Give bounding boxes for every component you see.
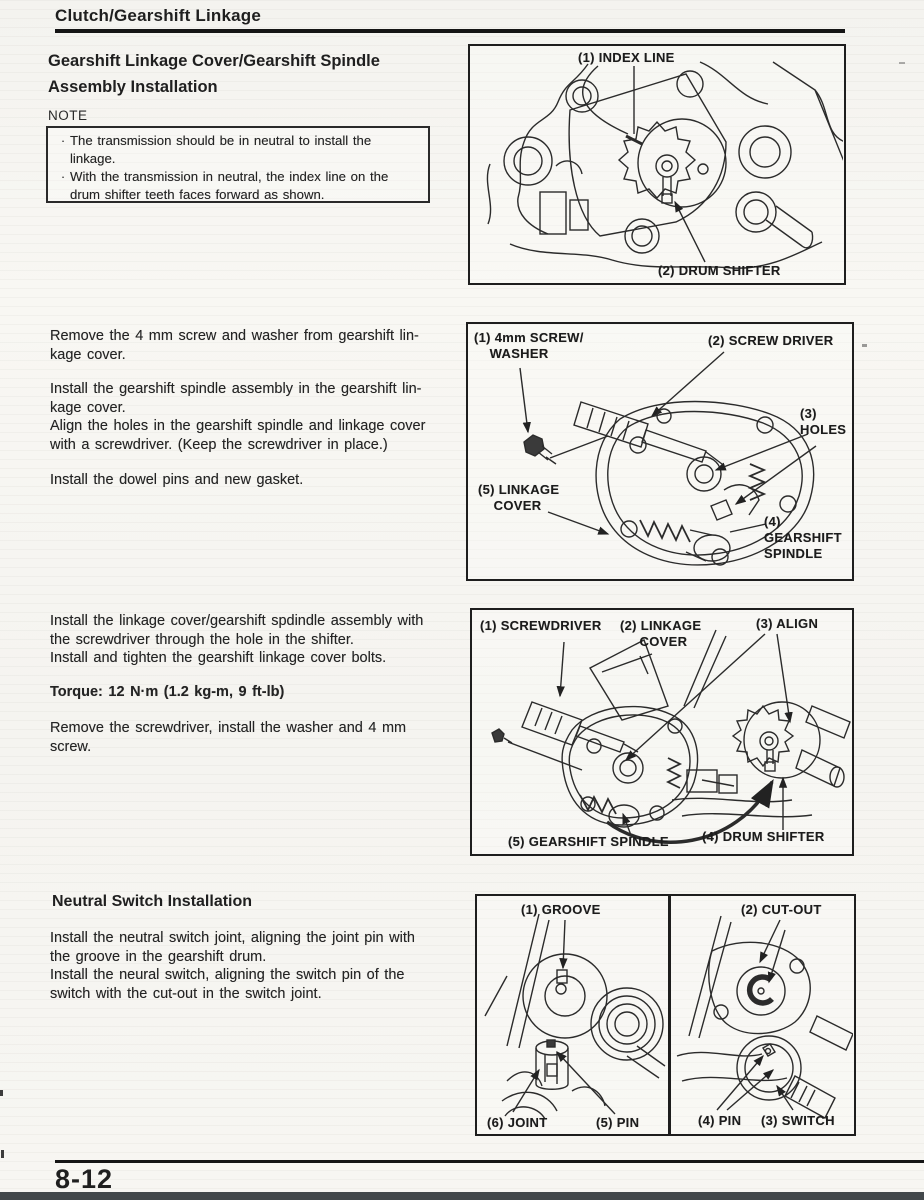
label-pin-5: (5) PIN <box>596 1115 640 1130</box>
drum-shifter-leader <box>674 200 705 262</box>
scan-bottom-bar <box>0 1192 924 1200</box>
label-drum-shifter: (4) DRUM SHIFTER <box>702 829 825 844</box>
label-align: (3) ALIGN <box>756 616 819 631</box>
groove-arrow <box>559 920 568 970</box>
cutout-leader-2 <box>767 930 785 984</box>
pin5-leader <box>556 1050 615 1114</box>
small-screw <box>492 729 582 770</box>
figure-neutral-switch: (1) GROOVE (6) JOINT (5) PIN (2) CUT-OUT… <box>475 894 856 1136</box>
cutout-leader-1 <box>760 920 780 964</box>
label-linkage-cover: (2) LINKAGE COVER <box>620 618 702 649</box>
para-remove-screw: Remove the 4 mm screw and washer from ge… <box>50 328 419 363</box>
screwdriver-arrow <box>650 352 724 417</box>
label-cut-out: (2) CUT-OUT <box>741 902 822 917</box>
bolt-bosses <box>504 71 813 253</box>
section1-title: Gearshift Linkage Cover/Gearshift Spindl… <box>48 52 380 96</box>
pin4-leader-2 <box>727 1069 775 1110</box>
screwdriver-arrow <box>556 642 565 698</box>
page-header-title: Clutch/Gearshift Linkage <box>55 6 262 25</box>
screw-leader <box>550 436 608 458</box>
gearshift-spindle-leader <box>730 524 766 532</box>
label-joint: (6) JOINT <box>487 1115 548 1130</box>
holes-leader-1 <box>714 434 808 470</box>
label-screw-driver: (2) SCREW DRIVER <box>708 333 834 348</box>
holes-leader-2 <box>734 446 816 505</box>
left-panel-drum-joint <box>485 914 665 1119</box>
label-gearshift-spindle: (4) GEARSHIFT SPINDLE <box>764 514 842 561</box>
para-install-spindle: Install the gearshift spindle assembly i… <box>50 381 426 453</box>
figure-index-line-drum-shifter: (1) INDEX LINE (2) DRUM SHIFTER <box>468 44 846 285</box>
scan-speck <box>862 344 867 347</box>
page-number: 8-12 <box>55 1164 114 1194</box>
label-index-line: (1) INDEX LINE <box>578 50 675 65</box>
figure-cover-spindle-align: (1) SCREWDRIVER (2) LINKAGE COVER (3) AL… <box>470 608 854 856</box>
joint-leader <box>513 1068 540 1112</box>
section2-title: Neutral Switch Installation <box>52 893 253 910</box>
screwdriver-drawing <box>522 702 638 752</box>
crankcase-outline <box>487 62 843 268</box>
scan-speck <box>1 1150 4 1158</box>
para-dowel-pins: Install the dowel pins and new gasket. <box>50 472 304 488</box>
note-bullet: · <box>60 133 66 148</box>
index-line-leaders <box>583 66 642 144</box>
label-switch: (3) SWITCH <box>761 1113 835 1128</box>
para-install-cover: Install the linkage cover/gearshift spdi… <box>50 613 424 666</box>
label-groove: (1) GROOVE <box>521 902 601 917</box>
cover-assembly <box>562 707 697 827</box>
label-linkage-cover: (5) LINKAGE COVER <box>478 482 560 513</box>
align-leader-2 <box>777 634 793 724</box>
label-drum-shifter: (2) DRUM SHIFTER <box>658 263 781 278</box>
screw-washer-drawing <box>524 435 556 464</box>
linkage-cover-leader <box>640 656 648 674</box>
case-and-gear <box>672 630 850 817</box>
linkage-cover-arrow <box>548 512 610 534</box>
label-holes: (3) HOLES <box>800 406 847 437</box>
figure2-line-art <box>468 324 851 578</box>
align-leader-1 <box>624 634 765 761</box>
header-rule <box>55 29 845 33</box>
label-pin-4: (4) PIN <box>698 1113 742 1128</box>
figure4-line-art <box>477 896 853 1133</box>
switch-leader <box>776 1084 793 1110</box>
footer-rule <box>55 1160 924 1163</box>
note-item-text: The transmission should be in neutral to… <box>70 133 372 166</box>
note-item: · With the transmission in neutral, the … <box>56 168 422 204</box>
pin4-leader-1 <box>717 1054 764 1110</box>
label-4mm-screw-washer: (1) 4mm SCREW/ WASHER <box>474 330 584 361</box>
note-item-text: With the transmission in neutral, the in… <box>70 169 389 202</box>
torque-spec: Torque: 12 N·m (1.2 kg-m, 9 ft-lb) <box>50 684 285 700</box>
para-neutral-switch: Install the neutral switch joint, aligni… <box>50 930 415 1002</box>
shifter-arm <box>590 640 668 720</box>
note-label: NOTE <box>48 108 88 123</box>
linkage-cover-drawing <box>596 402 814 566</box>
note-bullet: · <box>60 169 66 184</box>
label-screwdriver: (1) SCREWDRIVER <box>480 618 602 633</box>
screw-arrow <box>520 368 531 434</box>
spindle-leader <box>623 812 632 838</box>
screwdriver-drawing <box>574 402 722 464</box>
figure3-line-art <box>472 610 851 853</box>
mount-plate <box>569 74 726 236</box>
sweep-arrow <box>607 778 774 842</box>
figure-linkage-cover-install: (1) 4mm SCREW/ WASHER (2) SCREW DRIVER (… <box>466 322 854 581</box>
note-item: · The transmission should be in neutral … <box>56 132 422 168</box>
para-remove-screwdriver: Remove the screwdriver, install the wash… <box>50 720 407 755</box>
right-panel-switch <box>677 916 853 1118</box>
panel-divider <box>668 896 671 1134</box>
scan-speck <box>899 62 905 64</box>
scan-speck <box>0 1090 3 1096</box>
note-box: · The transmission should be in neutral … <box>46 126 430 203</box>
figure1-line-art <box>470 46 843 282</box>
label-gearshift-spindle: (5) GEARSHIFT SPINDLE <box>508 834 669 849</box>
